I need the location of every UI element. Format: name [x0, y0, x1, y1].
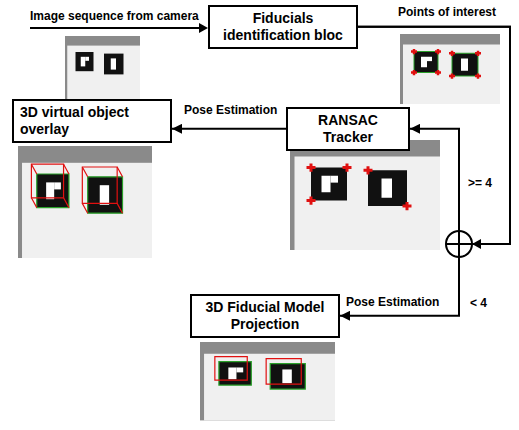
box-label: Fiducials identification bloc	[216, 10, 350, 44]
process-box: RANSAC Tracker	[286, 107, 410, 151]
process-box: 3D Fiducial Model Projection	[190, 294, 340, 338]
edge-label: >= 4	[468, 176, 492, 190]
edge-label: Pose Estimation	[184, 103, 277, 117]
box-label: 3D Fiducial Model Projection	[198, 299, 332, 333]
input-arrow	[30, 23, 208, 33]
projection-image	[200, 342, 335, 420]
overlay-image	[18, 146, 152, 258]
sum-junction	[446, 231, 481, 257]
flow-arrow	[172, 128, 286, 130]
box-label: 3D virtual object overlay	[20, 104, 164, 138]
annotation-label: Image sequence from camera	[30, 9, 199, 23]
camera-image	[65, 36, 140, 100]
edge-label: < 4	[470, 296, 487, 310]
box-label: RANSAC Tracker	[294, 112, 402, 146]
annotation-label: Points of interest	[398, 5, 496, 19]
process-box: 3D virtual object overlay	[12, 99, 172, 143]
annotation-label: Pose Estimation	[346, 295, 439, 309]
points-image	[400, 34, 500, 104]
process-box: Fiducials identification bloc	[208, 5, 358, 49]
flow-arrow	[340, 27, 510, 316]
ransac-image	[290, 140, 440, 250]
